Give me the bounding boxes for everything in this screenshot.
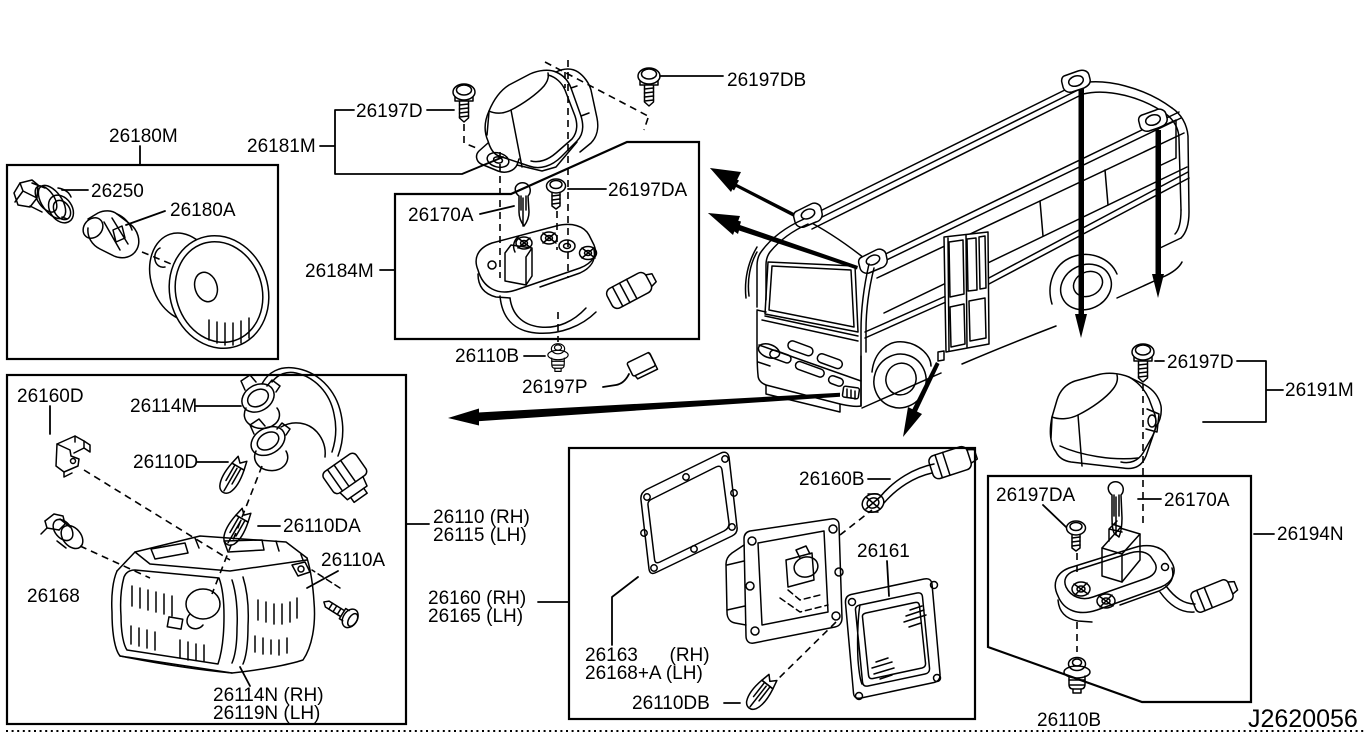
svg-text:26110D: 26110D (133, 452, 198, 473)
svg-text:26115 (LH): 26115 (LH) (433, 525, 527, 546)
svg-text:26160B: 26160B (799, 469, 865, 490)
svg-text:26197P: 26197P (522, 377, 588, 398)
svg-text:26114M: 26114M (130, 396, 197, 417)
svg-text:26110 (RH): 26110 (RH) (433, 507, 530, 528)
svg-text:26197DA: 26197DA (608, 180, 688, 201)
svg-text:26119N (LH): 26119N (LH) (213, 703, 320, 724)
svg-text:26160 (RH): 26160 (RH) (428, 588, 526, 609)
svg-text:26197DB: 26197DB (727, 70, 806, 91)
svg-text:26170A: 26170A (408, 205, 474, 226)
svg-text:J2620056: J2620056 (1248, 705, 1358, 733)
svg-text:26168: 26168 (27, 586, 80, 607)
svg-text:26184M: 26184M (305, 261, 374, 282)
svg-text:26191M: 26191M (1285, 380, 1354, 401)
svg-text:26110B: 26110B (455, 346, 519, 367)
svg-text:26250: 26250 (91, 181, 144, 202)
svg-text:26161: 26161 (857, 541, 910, 562)
svg-text:26180A: 26180A (170, 200, 236, 221)
svg-text:26160D: 26160D (17, 386, 84, 407)
svg-text:26163 (RH): 26163 (RH) (585, 645, 710, 666)
svg-text:26114N (RH): 26114N (RH) (213, 685, 324, 706)
svg-text:26110DA: 26110DA (283, 516, 361, 537)
svg-text:26197D: 26197D (1167, 352, 1234, 373)
svg-text:26181M: 26181M (247, 136, 316, 157)
svg-text:26110DB: 26110DB (632, 693, 710, 714)
svg-text:26194N: 26194N (1277, 524, 1344, 545)
svg-text:26197D: 26197D (356, 101, 423, 122)
svg-text:26197DA: 26197DA (996, 485, 1076, 506)
svg-text:26180M: 26180M (109, 126, 178, 147)
svg-text:26170A: 26170A (1164, 490, 1230, 511)
svg-text:26110A: 26110A (321, 550, 385, 571)
svg-text:26165 (LH): 26165 (LH) (428, 606, 523, 627)
svg-text:26168+A (LH): 26168+A (LH) (585, 663, 703, 684)
svg-text:26110B: 26110B (1037, 710, 1101, 731)
